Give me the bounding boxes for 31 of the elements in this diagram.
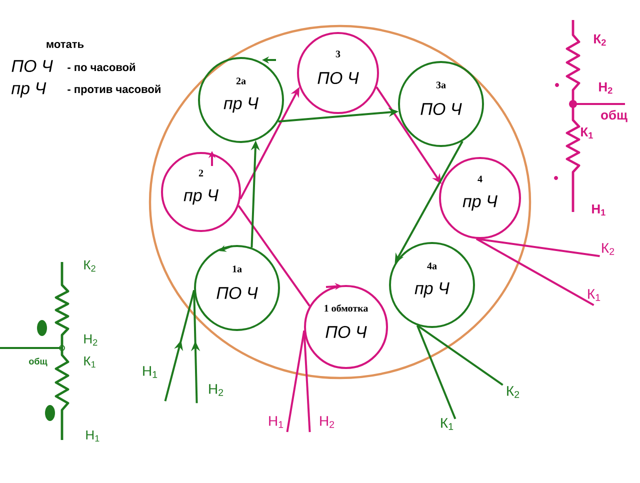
- terminal-label: К$_{1}$: [441, 418, 454, 430]
- terminal-label: общ: [601, 110, 628, 122]
- terminal-label: К$_{2}$: [507, 386, 520, 398]
- terminal-label: Н$_{1}$: [86, 430, 100, 442]
- legend-text: пр Ч: [11, 82, 46, 98]
- terminal-label: Н$_{2}$: [209, 384, 224, 396]
- terminal-label: Н$_{1}$: [143, 366, 158, 378]
- terminal-label: Н$_{1}$: [592, 204, 606, 216]
- terminal-label: Н$_{1}$: [269, 416, 284, 428]
- wire: [286, 330, 306, 432]
- terminal-label: К$_{2}$: [84, 260, 96, 272]
- terminal-label: К$_{2}$: [594, 34, 606, 46]
- legend-text: - по часовой: [68, 62, 136, 72]
- legend-text: ПО Ч: [12, 60, 53, 72]
- wire: [238, 205, 310, 307]
- terminal-label: общ: [29, 358, 48, 366]
- wire: [303, 330, 311, 432]
- terminal-label: К$_{1}$: [84, 356, 96, 368]
- terminal-label: К$_{1}$: [581, 127, 593, 139]
- wire: [416, 324, 504, 386]
- terminal-label: К$_{2}$: [602, 243, 614, 255]
- wire: [164, 290, 196, 402]
- wire: [476, 238, 600, 258]
- wire: [476, 238, 594, 306]
- terminal-label: Н$_{2}$: [599, 82, 612, 94]
- legend-text: мотать: [46, 42, 84, 48]
- terminal-label: Н$_{2}$: [320, 416, 334, 428]
- terminal-label: Н$_{2}$: [84, 334, 98, 346]
- terminal-label: К$_{1}$: [588, 289, 600, 301]
- legend-text: - против часовой: [68, 84, 160, 96]
- wire: [416, 325, 456, 420]
